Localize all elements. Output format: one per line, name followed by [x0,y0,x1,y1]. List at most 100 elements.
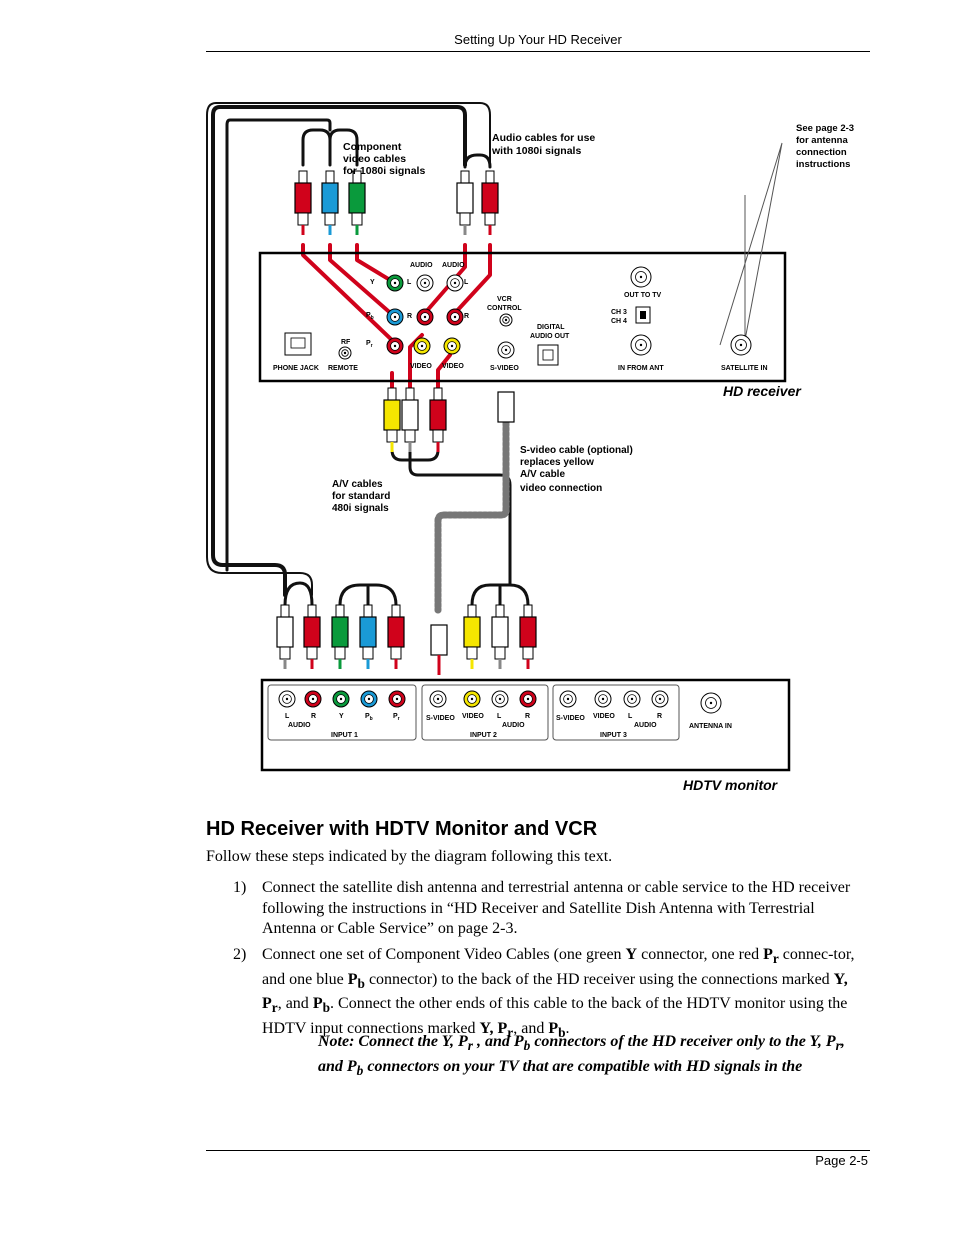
plug-tv-l2 [491,604,509,669]
tv-r2-label: R [525,713,530,720]
hd-receiver [258,251,787,383]
section-title: HD Receiver with HDTV Monitor and VCR [206,818,598,840]
plug-av-video [383,387,401,452]
tv-jack-pr [388,690,406,708]
av-cable-to-tv [408,433,512,587]
rx-jack-satellite-in [730,334,752,356]
rx-svideo-label: S-VIDEO [490,365,519,372]
rx-jack-vcr [499,313,513,327]
rx-phone-jack [284,332,312,356]
rx-jack-audio2-r [446,308,464,326]
step-1-text: Connect the satellite dish antenna and t… [262,879,851,937]
callout-svideo-3: A/V cable [520,469,565,480]
rx-ch-switch [635,306,651,324]
tv-jack-l3 [623,690,641,708]
tv-jack-svideo3 [559,690,577,708]
audio-cable-top-loop [463,153,492,169]
tv-input1-label: INPUT 1 [331,732,358,739]
rx-jack-y [386,274,404,292]
plug-tv-video [463,604,481,669]
rx-pb-label: Pb [366,312,374,321]
receiver-label: HD receiver [723,383,802,399]
rx-audio1-label: AUDIO [410,262,433,269]
component-cable-loop [301,128,359,167]
callout-av-3: 480i signals [332,503,389,514]
rx-digital-label-2: AUDIO OUT [530,333,570,340]
tv-svideo2-label: S-VIDEO [426,715,455,722]
plug-tv-audio-r [303,604,321,669]
tv-jack-antenna [700,692,722,714]
tv-jack-video2 [463,690,481,708]
plug-tv-y [331,604,349,669]
rx-jack-rf [338,346,352,360]
tv-antenna-in-label: ANTENNA IN [689,723,732,730]
tv-pr-label: Pr [393,713,400,722]
rx-in-from-ant-label: IN FROM ANT [618,365,664,372]
rx-r1-label: R [407,313,412,320]
tv-input3-label: INPUT 3 [600,732,627,739]
rx-remote-label: REMOTE [328,365,358,372]
rx-l1-label: L [407,279,412,286]
callout-svideo-1: S-video cable (optional) [520,445,633,456]
rx-digital-audio-out [537,344,559,366]
plug-av-r [429,387,447,452]
tv-jack-r3 [651,690,669,708]
component-cable-long [225,118,332,572]
tv-input2-panel [421,684,549,741]
connection-diagram: Component video cables for 1080i signals… [206,102,854,793]
callout-antenna-2: for antenna [796,135,848,146]
tv-pb-label: Pb [365,713,373,722]
rx-jack-svideo [497,341,515,359]
plug-av-l [401,387,419,452]
rx-rf-label: RF [341,339,351,346]
plug-svideo-top [497,391,515,423]
antenna-callout-lines [719,142,783,346]
rx-out-to-tv-label: OUT TO TV [624,292,662,299]
rx-l2-label: L [464,279,469,286]
plug-tv-r2 [519,604,537,669]
rx-jack-audio2-l [446,274,464,292]
rx-jack-video1 [413,337,431,355]
rx-audio2-label: AUDIO [442,262,465,269]
tv-jack-svideo2 [429,690,447,708]
rx-r2-label: R [464,313,469,320]
plug-top-audio-l [456,170,474,235]
plug-top-pr [294,170,312,235]
rx-jack-audio1-r [416,308,434,326]
rx-ch4-label: CH 4 [611,318,627,325]
tv-l2-label: L [497,713,502,720]
tv-jack-pb [360,690,378,708]
tv-jack-l2 [491,690,509,708]
rx-video2-label: VIDEO [442,363,464,370]
callout-antenna-4: instructions [796,159,850,170]
rx-jack-in-from-ant [630,334,652,356]
tv-r-label: R [311,713,316,720]
callout-audio-2: with 1080i signals [491,145,581,157]
tv-jack-video3 [594,690,612,708]
lead-red-y [355,243,397,285]
tv-audio2-label: AUDIO [502,722,525,729]
callout-antenna-3: connection [796,147,847,158]
tv-audio1-label: AUDIO [288,722,311,729]
plug-tv-pb [359,604,377,669]
rx-vcr-label-2: CONTROL [487,305,522,312]
callout-svideo-4: video connection [520,483,602,494]
callout-av-2: for standard [332,491,390,502]
callout-audio-1: Audio cables for use [492,132,595,144]
tv-l3-label: L [628,713,633,720]
rx-vcr-label-1: VCR [497,296,512,303]
rx-video1-label: VIDEO [410,363,432,370]
plug-tv-audio-l [276,604,294,669]
step-1: 1) Connect the satellite dish antenna an… [206,878,870,940]
header-rule [206,51,870,52]
tv-y-label: Y [339,713,344,720]
running-header: Setting Up Your HD Receiver [454,32,622,47]
rx-ch3-label: CH 3 [611,309,627,316]
callout-component-3: for 1080i signals [343,165,425,177]
rx-jack-out-to-tv [630,266,652,288]
step-2-number: 2) [233,946,247,963]
tv-input2-label: INPUT 2 [470,732,497,739]
plug-top-audio-r [481,170,499,235]
step-1-number: 1) [233,879,247,896]
plug-tv-pr [387,604,405,669]
